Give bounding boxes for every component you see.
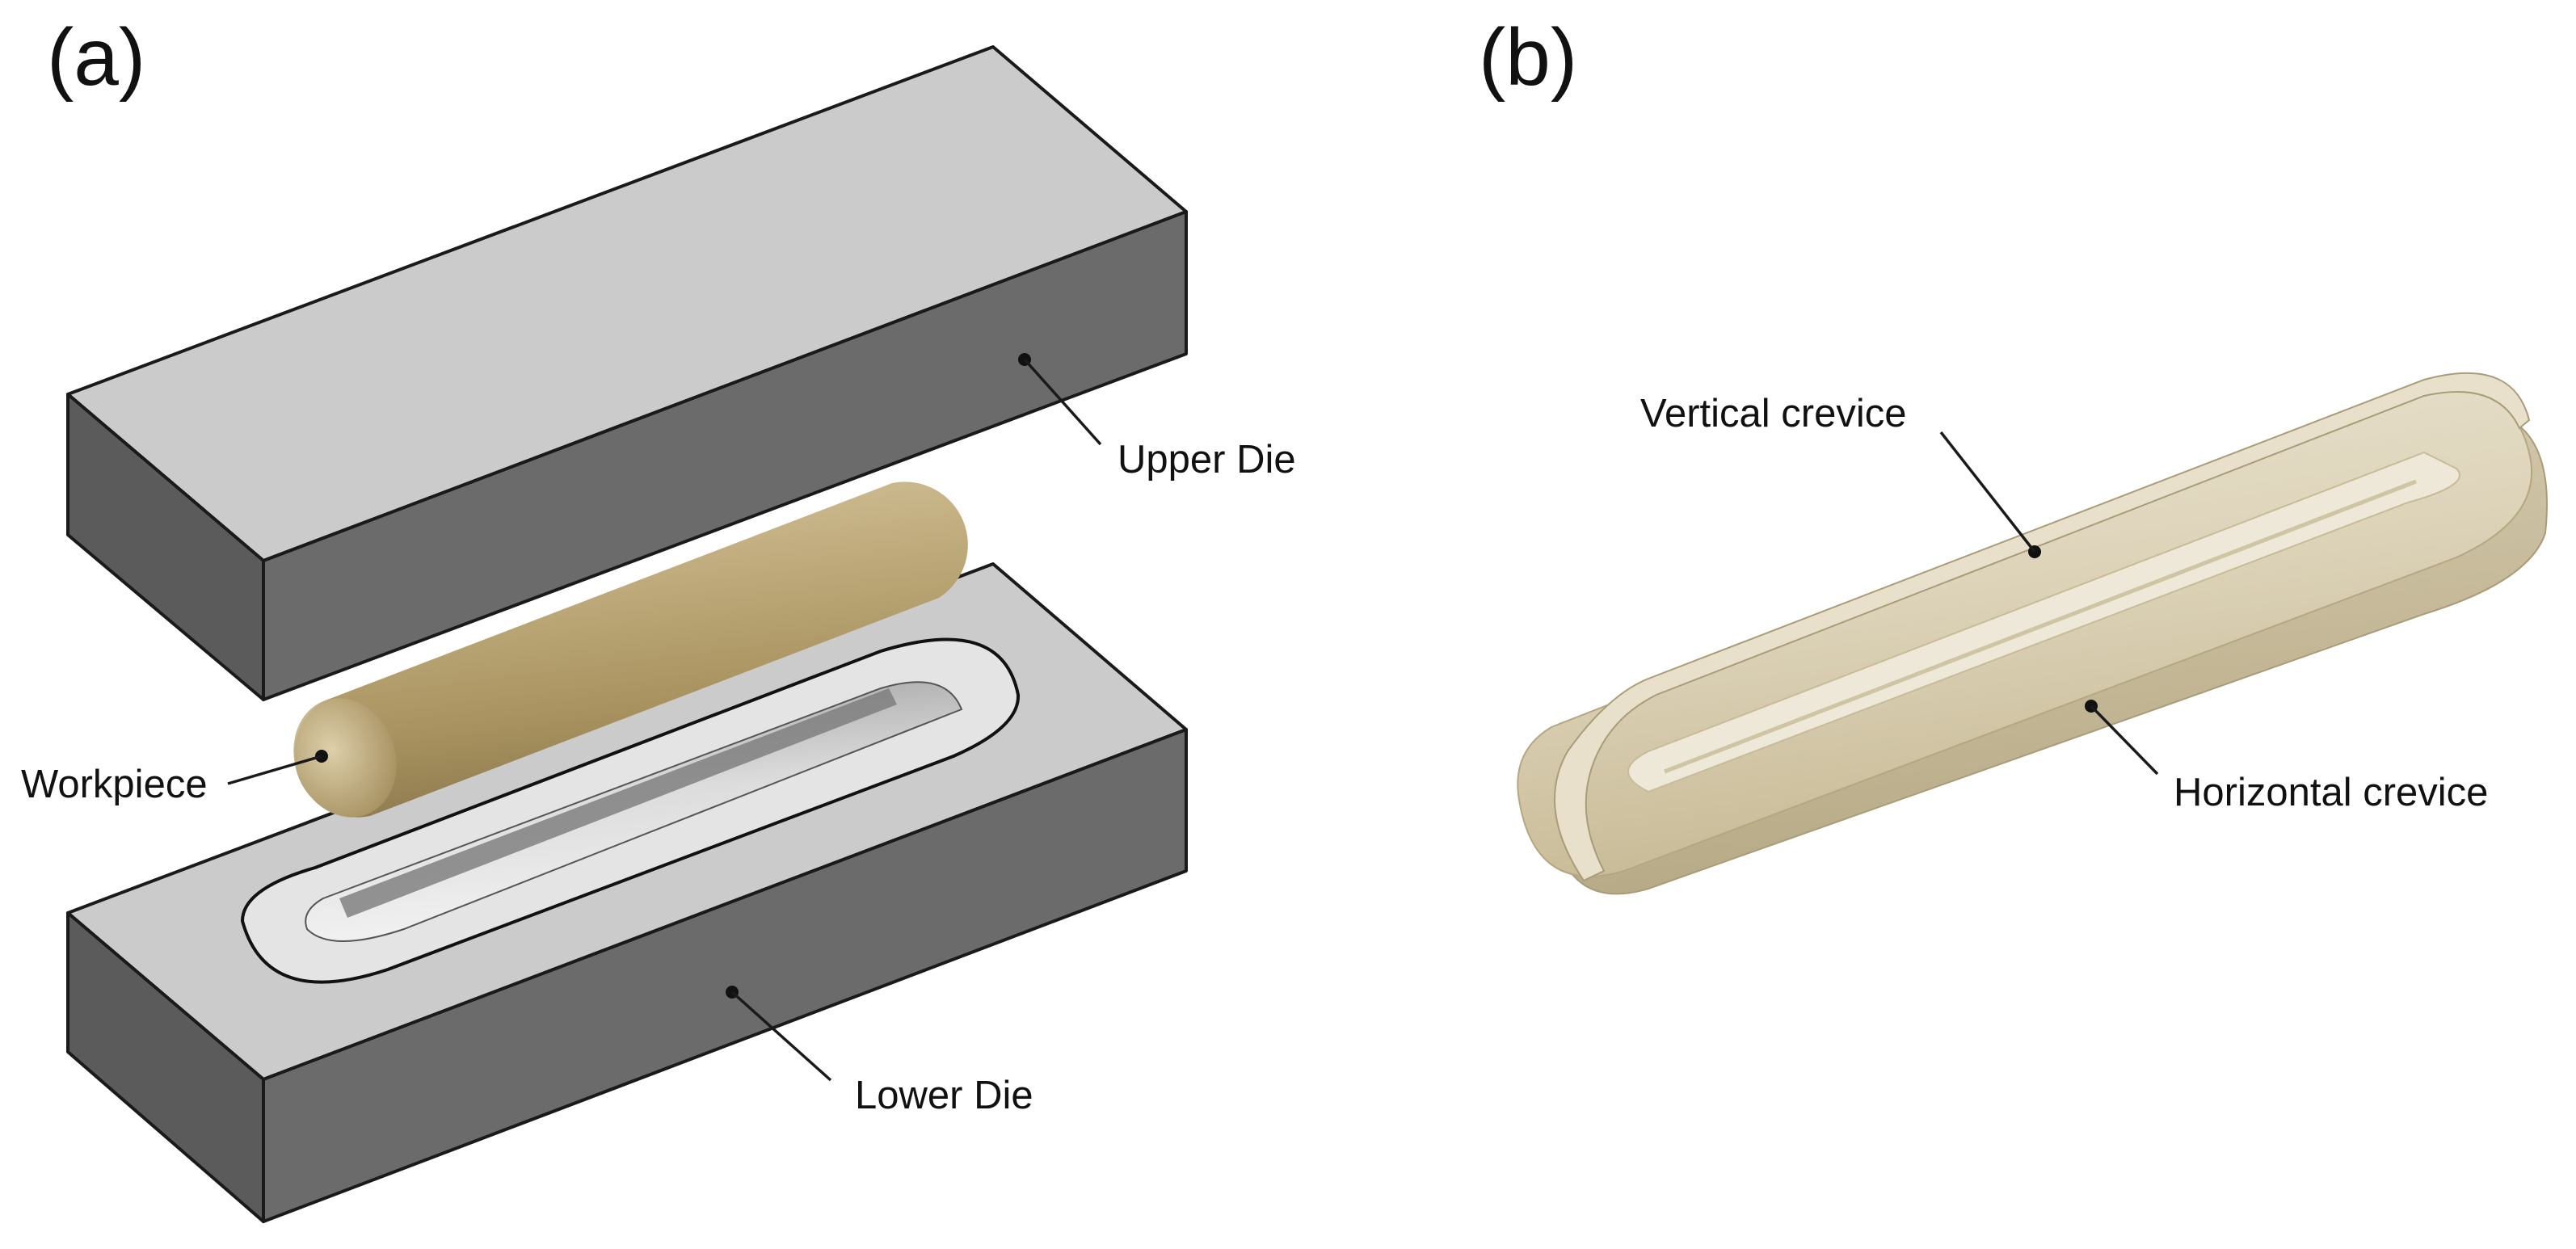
panel-a-label: (a) (47, 12, 145, 103)
vertical-crevice-label: Vertical crevice (1640, 392, 1907, 435)
callout-horizontal-crevice: Horizontal crevice (2085, 700, 2488, 814)
workpiece (293, 482, 968, 818)
callout-lower-die: Lower Die (726, 986, 1033, 1117)
formed-part-vertical-flange (1554, 372, 2531, 882)
workpiece-end-cap (293, 698, 397, 818)
lower-die (66, 562, 1188, 1223)
upper-die-leader (1023, 358, 1102, 446)
horizontal-crevice-label: Horizontal crevice (2174, 771, 2488, 814)
workpiece-body (294, 482, 968, 818)
formed-part-channel-edge (1664, 479, 2417, 774)
workpiece-label: Workpiece (21, 763, 208, 806)
upper-die-label: Upper Die (1118, 438, 1296, 482)
callout-upper-die: Upper Die (1018, 353, 1296, 482)
panel-b: (b) Vertical crevice Horizontal crevice (1479, 12, 2548, 895)
lower-die-leader (730, 990, 832, 1082)
lower-die-side-face (66, 911, 265, 1223)
lower-die-label: Lower Die (855, 1074, 1033, 1117)
workpiece-leader (227, 755, 322, 785)
lower-die-cavity-groove (305, 681, 963, 942)
formed-part (1517, 372, 2548, 895)
upper-die-side-face (66, 393, 265, 701)
callout-workpiece: Workpiece (21, 750, 328, 806)
vertical-crevice-leader (1939, 431, 2036, 553)
lower-die-cavity-channel (339, 688, 897, 918)
upper-die (66, 45, 1188, 701)
panel-a: (a) Upper Die (21, 12, 1296, 1223)
panel-b-label: (b) (1479, 12, 1577, 103)
horizontal-crevice-leader (2090, 704, 2159, 776)
callout-vertical-crevice: Vertical crevice (1640, 392, 2041, 558)
